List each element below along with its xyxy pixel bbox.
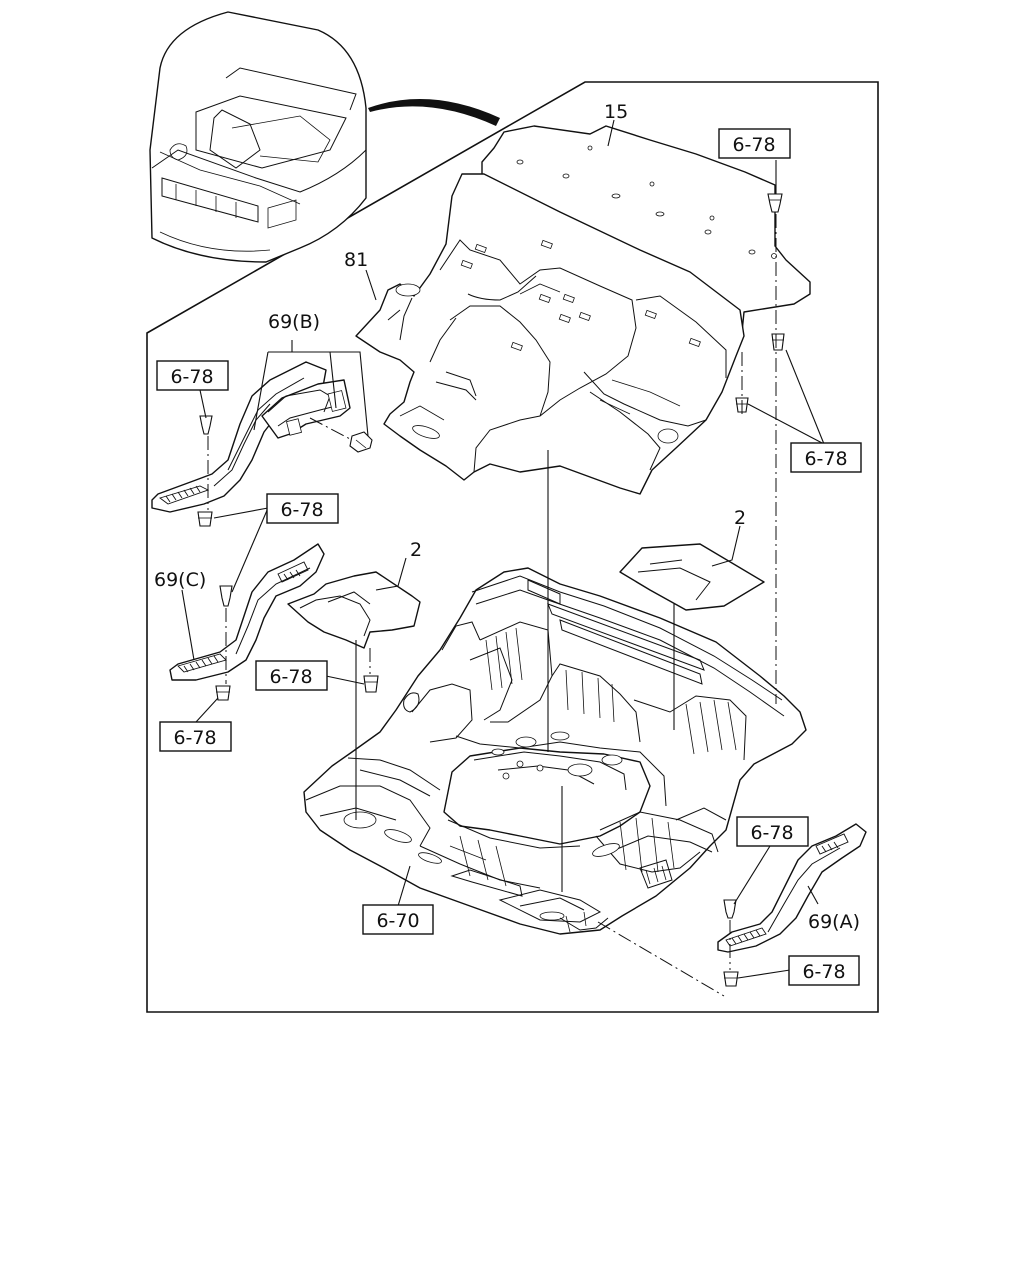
fastener-clip-69a-lower: [723, 971, 739, 987]
part-81-floor-insulator: [355, 173, 745, 495]
label-part-69b: 69(B): [268, 311, 320, 333]
leader-lines: [181, 119, 825, 979]
part-69b-step-bracket: [151, 361, 351, 513]
svg-text:6-70: 6-70: [376, 910, 419, 932]
svg-text:6-78: 6-78: [750, 822, 793, 844]
diagram-frame: [146, 81, 879, 1013]
fastener-grommet-right: [771, 333, 785, 351]
fastener-clip-69b-upper: [199, 415, 213, 435]
ref-box-right-a-upper: 6-78: [736, 816, 809, 847]
ref-box-left-mid: 6-78: [266, 493, 339, 524]
svg-text:6-78: 6-78: [732, 134, 775, 156]
part-2-right-insulator: [619, 543, 765, 611]
svg-text:6-78: 6-78: [170, 366, 213, 388]
svg-text:6-78: 6-78: [804, 448, 847, 470]
fastener-clip-69c-upper: [219, 585, 233, 607]
fastener-screw-69b: [349, 431, 373, 453]
label-part-69a: 69(A): [808, 911, 860, 933]
ref-box-right-mid: 6-78: [790, 442, 862, 473]
part-2-left-insulator: [287, 571, 421, 649]
label-part-2-right: 2: [734, 507, 746, 529]
label-part-81: 81: [344, 249, 368, 271]
label-part-2-left: 2: [410, 539, 422, 561]
fastener-clip-center: [363, 675, 379, 693]
part-69c-step-bracket: [169, 543, 325, 681]
svg-text:6-78: 6-78: [173, 727, 216, 749]
part-69a-step-bracket: [717, 823, 867, 953]
svg-text:6-78: 6-78: [280, 499, 323, 521]
fastener-clip-69c-lower: [215, 685, 231, 701]
ref-box-top: 6-78: [718, 128, 791, 159]
ref-box-floor-pan: 6-70: [362, 904, 434, 935]
vehicle-inset: [149, 11, 367, 263]
label-part-15: 15: [604, 101, 628, 123]
ref-box-left-upper: 6-78: [156, 360, 229, 391]
ref-box-right-a-lower: 6-78: [788, 955, 860, 986]
solid-drop-lines: [355, 450, 675, 892]
inset-pointer-arrow: [368, 99, 500, 126]
fastener-clip-top: [767, 193, 783, 213]
svg-text:6-78: 6-78: [269, 666, 312, 688]
ref-box-left-lower: 6-78: [159, 721, 232, 752]
floor-pan: [303, 567, 807, 935]
svg-text:6-78: 6-78: [802, 961, 845, 983]
fastener-clip-69b-lower: [197, 511, 213, 527]
ref-box-center: 6-78: [255, 660, 328, 691]
label-part-69c: 69(C): [154, 569, 206, 591]
